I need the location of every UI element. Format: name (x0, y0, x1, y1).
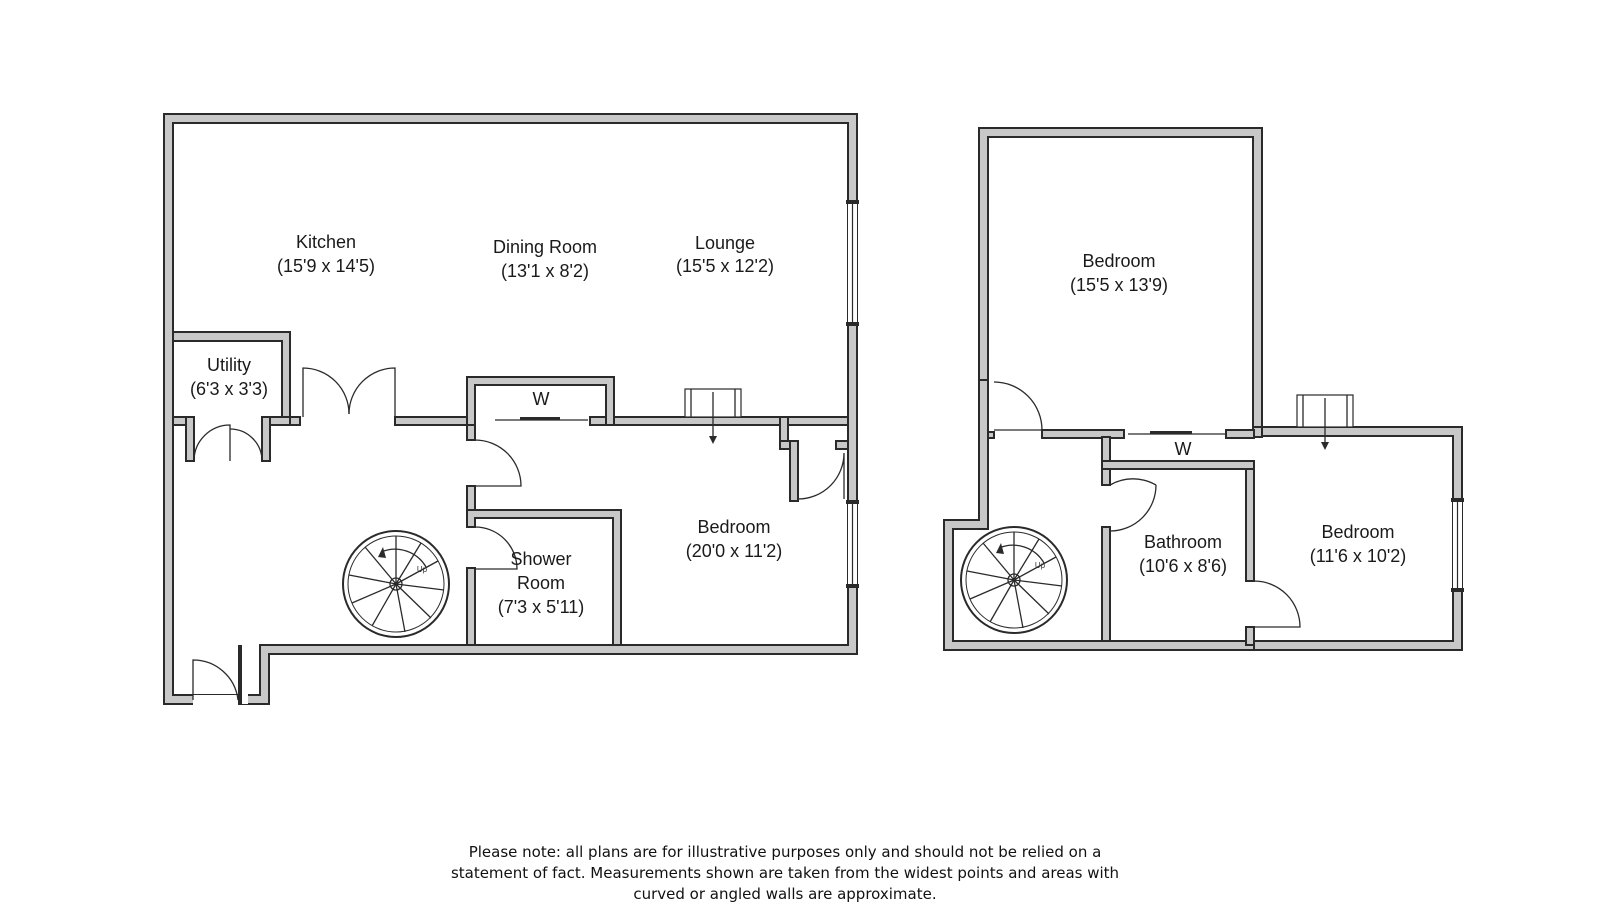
room-label-dining-room: Dining Room (13'1 x 8'2) (493, 237, 597, 281)
svg-text:Bedroom: Bedroom (1082, 251, 1155, 271)
svg-text:(15'5 x 13'9): (15'5 x 13'9) (1070, 275, 1168, 295)
svg-text:Shower: Shower (510, 549, 571, 569)
svg-text:Bathroom: Bathroom (1144, 532, 1222, 552)
svg-text:(20'0 x 11'2): (20'0 x 11'2) (686, 541, 783, 561)
room-label-ground-bedroom: Bedroom (20'0 x 11'2) (686, 517, 783, 561)
svg-text:Up: Up (1035, 561, 1046, 570)
first-wardrobe-label: W (1175, 439, 1192, 459)
svg-text:(6'3 x 3'3): (6'3 x 3'3) (190, 379, 268, 399)
first-spiral-stair-icon: Up (960, 526, 1068, 634)
svg-text:Dining Room: Dining Room (493, 237, 597, 257)
svg-text:Kitchen: Kitchen (296, 232, 356, 252)
svg-text:Utility: Utility (207, 355, 251, 375)
room-label-shower-room: Shower Room (7'3 x 5'11) (498, 549, 585, 617)
first-floor: W (943, 127, 1464, 651)
room-label-lounge: Lounge (15'5 x 12'2) (676, 233, 774, 276)
svg-text:(11'6 x 10'2): (11'6 x 10'2) (1310, 546, 1407, 566)
room-label-first-bedroom: Bedroom (15'5 x 13'9) (1070, 251, 1168, 295)
svg-text:(15'9 x 14'5): (15'9 x 14'5) (277, 256, 375, 276)
ground-floor-outer-wall (163, 113, 858, 705)
svg-text:(10'6 x 8'6): (10'6 x 8'6) (1139, 556, 1227, 576)
shower-room-wall (466, 509, 622, 646)
svg-text:(15'5 x 12'2): (15'5 x 12'2) (676, 256, 774, 276)
first-stair-entry-icon (1296, 394, 1354, 450)
ground-wardrobe-label: W (533, 389, 550, 409)
svg-text:Lounge: Lounge (695, 233, 755, 253)
room-label-kitchen: Kitchen (15'9 x 14'5) (277, 232, 375, 276)
ground-stair-entry-icon (684, 388, 742, 444)
svg-text:Bedroom: Bedroom (1321, 522, 1394, 542)
svg-text:Room: Room (517, 573, 565, 593)
disclaimer-line: Please note: all plans are for illustrat… (468, 843, 1102, 861)
svg-text:Bedroom: Bedroom (697, 517, 770, 537)
ground-floor: W (163, 113, 859, 705)
disclaimer-line: curved or angled walls are approximate. (633, 885, 937, 903)
svg-text:(7'3 x 5'11): (7'3 x 5'11) (498, 597, 585, 617)
disclaimer-line: statement of fact. Measurements shown ar… (450, 864, 1120, 882)
svg-text:(13'1 x 8'2): (13'1 x 8'2) (501, 261, 589, 281)
disclaimer-note: Please note: all plans are for illustrat… (450, 842, 1120, 905)
ground-spiral-stair-icon: Up (342, 530, 450, 638)
svg-text:Up: Up (417, 565, 428, 574)
room-label-utility: Utility (6'3 x 3'3) (190, 355, 268, 399)
room-label-bathroom: Bathroom (10'6 x 8'6) (1139, 532, 1227, 576)
room-label-second-bedroom: Bedroom (11'6 x 10'2) (1310, 522, 1407, 566)
